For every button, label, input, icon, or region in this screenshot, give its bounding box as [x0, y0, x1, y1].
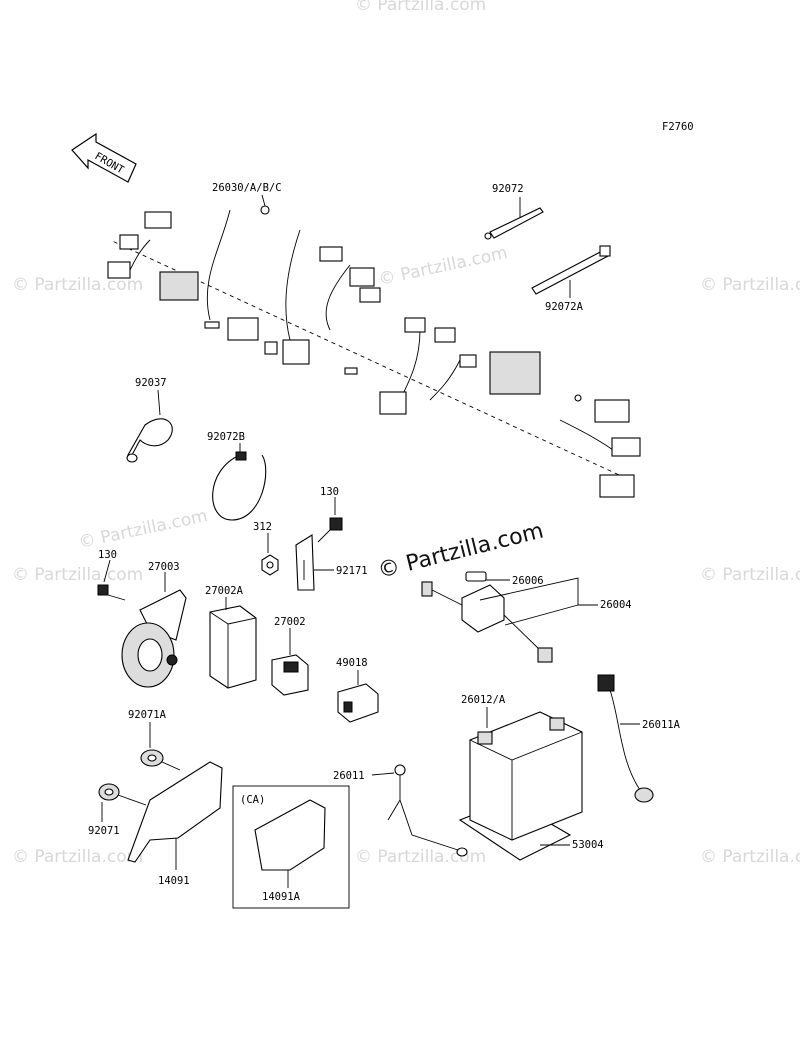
callout-49018: 49018 [336, 657, 368, 669]
callout-14091: 14091 [158, 875, 190, 887]
callout-92072: 92072 [492, 183, 524, 195]
callout-92071A: 92071A [128, 709, 167, 721]
cover-14091A [254, 799, 326, 871]
watermark: © Partzilla.com [700, 275, 800, 295]
watermark: © Partzilla.com [355, 0, 486, 15]
front-arrow-icon: FRONT [71, 132, 137, 183]
relay-27002A [209, 605, 257, 689]
bracket-92171 [295, 534, 315, 591]
callout-26030: 26030/A/B/C [212, 182, 282, 194]
relay-27002 [271, 654, 309, 696]
callout-92037: 92037 [135, 377, 167, 389]
callout-26006: 26006 [512, 575, 544, 587]
cable-tie-92072A [531, 245, 611, 295]
grommet-92071A [140, 749, 181, 771]
callout-92072B: 92072B [207, 431, 245, 443]
ca-box-label: (CA) [240, 794, 265, 806]
watermark: © Partzilla.com [12, 275, 143, 295]
watermark: © Partzilla.com [12, 847, 143, 867]
callout-26011: 26011 [333, 770, 365, 782]
callout-26004: 26004 [600, 599, 632, 611]
callout-312: 312 [253, 521, 272, 533]
callout-27002A: 27002A [205, 585, 244, 597]
connector-49018 [337, 683, 379, 723]
watermark: © Partzilla.com [355, 847, 486, 867]
band-92072B [212, 451, 267, 521]
ca-variant-box [232, 785, 350, 909]
callout-27002: 27002 [274, 616, 306, 628]
watermark: © Partzilla.com [377, 243, 509, 290]
bolt-130-lower [97, 584, 126, 601]
callout-130-lower: 130 [98, 549, 117, 561]
nut-312 [261, 554, 279, 576]
callout-130-upper: 130 [320, 486, 339, 498]
watermark: © Partzilla.com [12, 565, 143, 585]
cover-14091 [127, 761, 223, 863]
watermark: © Partzilla.com [700, 565, 800, 585]
callout-92072A: 92072A [545, 301, 584, 313]
callout-92171: 92171 [336, 565, 368, 577]
grommet-92071 [98, 783, 147, 806]
cable-tie-92072 [484, 207, 544, 240]
clamp-92037 [126, 418, 173, 463]
watermark: © Partzilla.com [700, 847, 800, 867]
watermark: © Partzilla.com [77, 506, 209, 553]
horn-27003 [121, 589, 187, 688]
battery-cable-26011 [387, 764, 468, 857]
callout-53004: 53004 [572, 839, 604, 851]
battery-cable-26011A [597, 674, 654, 803]
callout-26011A: 26011A [642, 719, 681, 731]
callout-27003: 27003 [148, 561, 180, 573]
callout-14091A: 14091A [262, 891, 301, 903]
callout-26012A: 26012/A [461, 694, 506, 706]
main-harness-26030 [107, 205, 641, 498]
bolt-130-upper [317, 517, 343, 543]
callout-92071: 92071 [88, 825, 120, 837]
battery-26012 [469, 711, 583, 841]
figure-code: F2760 [662, 121, 694, 133]
